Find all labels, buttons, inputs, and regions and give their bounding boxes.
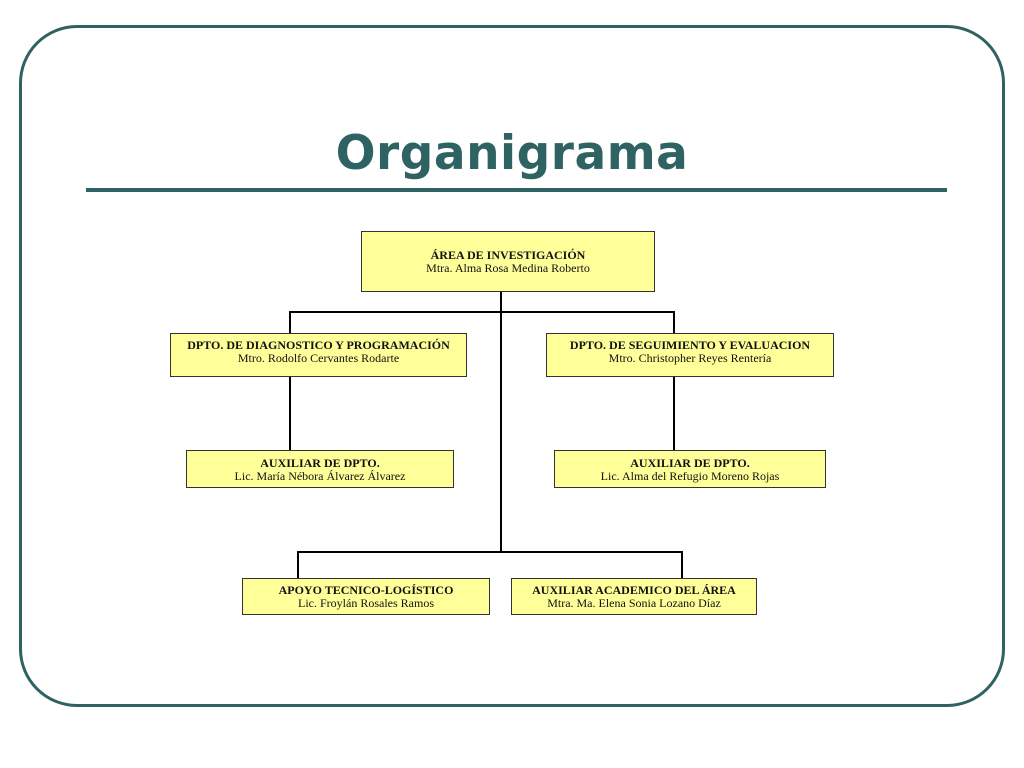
node-name: Mtro. Christopher Reyes Rentería bbox=[608, 351, 772, 365]
connector-left-drop bbox=[289, 311, 291, 333]
node-name: Mtro. Rodolfo Cervantes Rodarte bbox=[237, 351, 400, 365]
connector-support-drop bbox=[297, 551, 299, 579]
node-heading: ÁREA DE INVESTIGACIÓN bbox=[430, 248, 586, 262]
connector-right-aux bbox=[673, 376, 675, 451]
node-name: Lic. María Nébora Álvarez Álvarez bbox=[234, 469, 406, 483]
slide-frame bbox=[19, 25, 1005, 707]
slide-title: Organigrama bbox=[335, 126, 689, 181]
node-name: Lic. Froylán Rosales Ramos bbox=[298, 596, 434, 610]
org-node-right-aux: AUXILIAR DE DPTO. Lic. Alma del Refugio … bbox=[554, 450, 826, 488]
node-heading: AUXILIAR DE DPTO. bbox=[260, 456, 380, 470]
node-heading: APOYO TECNICO-LOGÍSTICO bbox=[278, 583, 454, 597]
node-name: Mtra. Alma Rosa Medina Roberto bbox=[426, 261, 590, 275]
org-node-diagnostico: DPTO. DE DIAGNOSTICO Y PROGRAMACIÓN Mtro… bbox=[170, 333, 467, 377]
connector-level3-bar bbox=[297, 551, 683, 553]
node-heading: DPTO. DE SEGUIMIENTO Y EVALUACION bbox=[569, 338, 811, 352]
node-name: Lic. Alma del Refugio Moreno Rojas bbox=[600, 469, 780, 483]
node-heading: AUXILIAR ACADEMICO DEL ÁREA bbox=[532, 583, 736, 597]
org-node-support: APOYO TECNICO-LOGÍSTICO Lic. Froylán Ros… bbox=[242, 578, 490, 615]
org-node-root: ÁREA DE INVESTIGACIÓN Mtra. Alma Rosa Me… bbox=[361, 231, 655, 292]
title-underline bbox=[86, 188, 947, 192]
org-node-academic: AUXILIAR ACADEMICO DEL ÁREA Mtra. Ma. El… bbox=[511, 578, 757, 615]
connector-level1-bar bbox=[289, 311, 675, 313]
org-node-seguimiento: DPTO. DE SEGUIMIENTO Y EVALUACION Mtro. … bbox=[546, 333, 834, 377]
org-node-left-aux: AUXILIAR DE DPTO. Lic. María Nébora Álva… bbox=[186, 450, 454, 488]
node-heading: DPTO. DE DIAGNOSTICO Y PROGRAMACIÓN bbox=[187, 338, 450, 352]
connector-left-aux bbox=[289, 376, 291, 451]
connector-root-down bbox=[500, 291, 502, 553]
node-heading: AUXILIAR DE DPTO. bbox=[630, 456, 750, 470]
node-name: Mtra. Ma. Elena Sonia Lozano Díaz bbox=[547, 596, 721, 610]
connector-right-drop bbox=[673, 311, 675, 333]
connector-academic-drop bbox=[681, 551, 683, 579]
